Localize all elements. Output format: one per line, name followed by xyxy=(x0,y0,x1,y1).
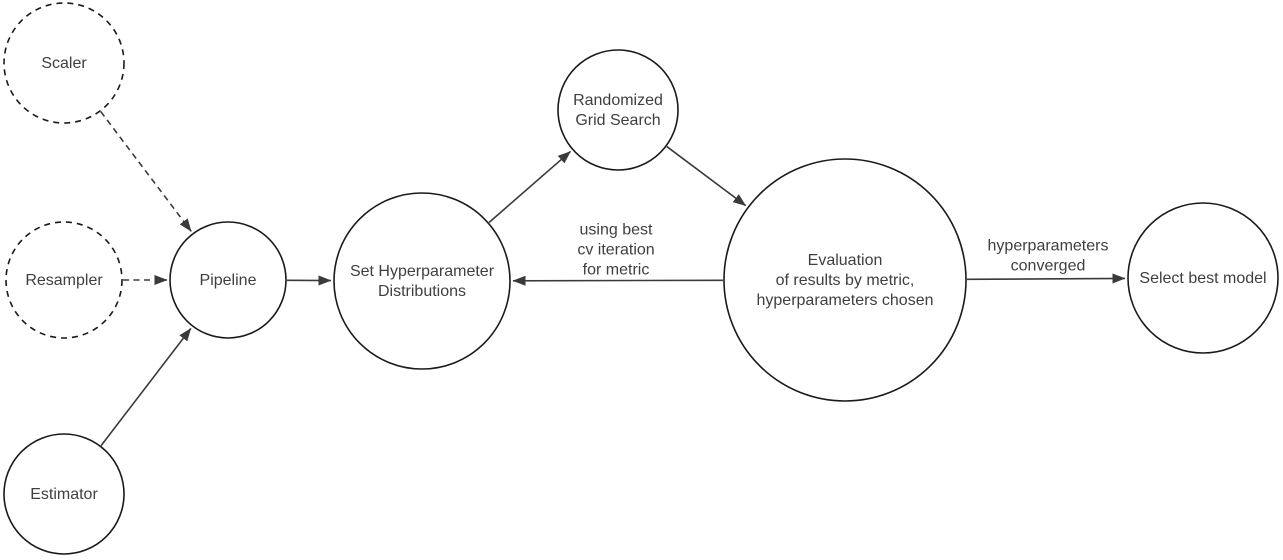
edge-label: using best xyxy=(580,222,653,239)
edge-label: for metric xyxy=(583,262,650,279)
edge-label: hyperparameters xyxy=(988,238,1109,255)
node-estimator: Estimator xyxy=(3,433,125,555)
node-label: Estimator xyxy=(30,486,98,503)
node-circle-evaluation xyxy=(723,158,967,402)
node-circle-select-best-model xyxy=(1127,202,1279,354)
node-pipeline: Pipeline xyxy=(169,221,287,339)
node-circle-estimator xyxy=(3,433,125,555)
node-circle-pipeline xyxy=(169,221,287,339)
node-label: Resampler xyxy=(25,272,103,289)
node-label: Scaler xyxy=(41,55,87,72)
edge-estimator-to-pipeline xyxy=(100,327,192,447)
node-select-best-model: Select best model xyxy=(1127,202,1279,354)
edge-randomized-grid-search-to-evaluation xyxy=(666,145,747,207)
edges-layer: using best cv iteration for metric hyperpar… xyxy=(100,111,1126,447)
node-circle-resampler xyxy=(5,221,123,339)
node-scaler: Scaler xyxy=(3,2,125,124)
node-circle-set-hyperparameter-distributions xyxy=(333,192,511,370)
edge-scaler-to-pipeline xyxy=(100,111,192,232)
edge-label: converged xyxy=(1011,258,1086,275)
edge-label: cv iteration xyxy=(577,242,654,259)
node-label: Select best model xyxy=(1139,270,1266,287)
node-label: Pipeline xyxy=(200,272,257,289)
edge-set-hyperparameter-distributions-to-randomized-grid-search xyxy=(488,150,572,224)
node-resampler: Resampler xyxy=(5,221,123,339)
node-circle-randomized-grid-search xyxy=(557,49,679,171)
edge-evaluation-to-select-best-model xyxy=(966,273,1126,284)
node-circle-scaler xyxy=(3,2,125,124)
